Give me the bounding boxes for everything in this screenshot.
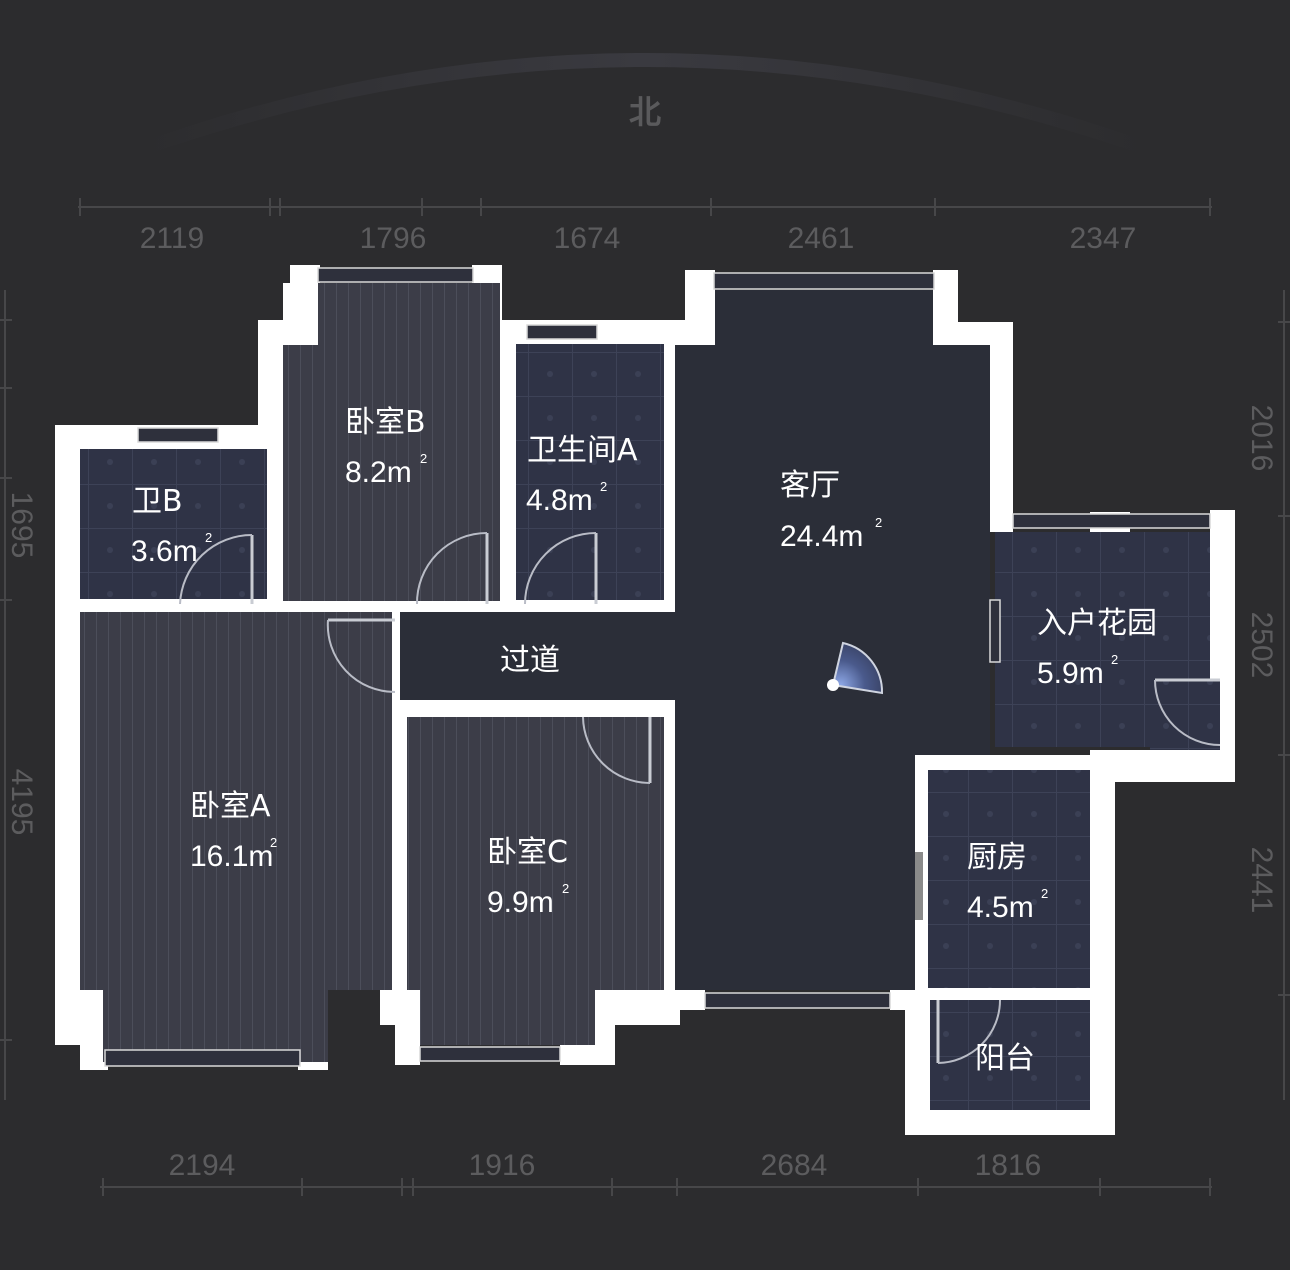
corridor-floor (400, 612, 680, 700)
camera-view-cone-icon (827, 641, 884, 695)
doors (179, 532, 1221, 1064)
dim-top-5: 2347 (1070, 222, 1137, 255)
svg-text:卧室C: 卧室C (487, 835, 568, 870)
kitchen-floor (928, 770, 1090, 988)
bedroom-a-floor (80, 612, 392, 1062)
label-bathroom-a: 卫生间A 4.8m 2 (526, 433, 638, 517)
svg-text:卧室A: 卧室A (190, 789, 271, 824)
window-bedroom-c (419, 1046, 561, 1062)
svg-text:24.4m: 24.4m (780, 520, 863, 553)
kitchen-sliding-door (915, 852, 923, 920)
window-entry-garden (1012, 513, 1211, 529)
label-bedroom-c: 卧室C 9.9m 2 (487, 835, 569, 919)
dim-top-2: 1796 (360, 222, 427, 255)
svg-text:4.5m: 4.5m (967, 891, 1034, 924)
door-bedroom-c (582, 716, 652, 784)
label-bedroom-b: 卧室B 8.2m 2 (345, 405, 427, 489)
window-living-room-south (704, 992, 891, 1009)
rooms (80, 283, 1220, 1110)
window-living-garden (989, 599, 1001, 663)
north-label: 北 (629, 93, 661, 131)
dim-bottom-1: 2194 (169, 1149, 236, 1182)
bathroom-a-floor (516, 344, 664, 600)
dim-top-4: 2461 (788, 222, 855, 255)
svg-text:16.1m: 16.1m (190, 840, 273, 873)
compass: 北 (137, 53, 1153, 157)
dim-top-3: 1674 (554, 222, 621, 255)
dim-bottom-3: 2684 (761, 1149, 828, 1182)
svg-text:9.9m: 9.9m (487, 886, 554, 919)
door-bathroom-a (524, 532, 598, 605)
bedroom-b-floor (283, 283, 500, 601)
label-bathroom-b: 卫B 3.6m 2 (131, 484, 212, 568)
left-dimension-line: 1695 4195 (0, 290, 38, 1100)
label-bedroom-a: 卧室A 16.1m 2 (190, 789, 277, 873)
door-balcony (936, 999, 1001, 1064)
label-corridor: 过道 (500, 643, 560, 678)
right-dimension-line: 2016 2502 2441 (1245, 290, 1290, 1100)
north-arc-icon (137, 53, 1153, 157)
window-bathroom-b (137, 427, 219, 443)
dim-right-1: 2016 (1245, 405, 1278, 472)
svg-text:2: 2 (205, 530, 212, 545)
dim-left-2: 4195 (5, 769, 38, 836)
window-bathroom-a (526, 324, 598, 340)
top-dimension-line: 2119 1796 1674 2461 2347 (78, 198, 1212, 255)
dim-bottom-4: 1816 (975, 1149, 1042, 1182)
label-entry-garden: 入户花园 5.9m 2 (1037, 606, 1157, 690)
svg-text:阳台: 阳台 (975, 1041, 1035, 1076)
door-bedroom-a (326, 618, 396, 694)
svg-text:入户花园: 入户花园 (1037, 606, 1157, 641)
svg-text:8.2m: 8.2m (345, 456, 412, 489)
label-balcony: 阳台 (975, 1041, 1035, 1076)
label-living-room: 客厅 24.4m 2 (780, 468, 882, 553)
svg-text:厨房: 厨房 (967, 840, 1027, 875)
dim-right-2: 2502 (1245, 612, 1278, 679)
windows (104, 267, 1211, 1067)
dim-top-1: 2119 (140, 222, 205, 255)
svg-text:过道: 过道 (500, 643, 560, 678)
balcony-floor (930, 1000, 1090, 1110)
svg-text:2: 2 (875, 515, 882, 530)
bottom-dimension-line: 2194 1916 2684 1816 (100, 1149, 1212, 1196)
living-room-floor (405, 290, 990, 990)
window-living-room (713, 272, 935, 290)
room-labels: 卫B 3.6m 2 卧室B 8.2m 2 卫生间A 4.8m 2 客厅 24.4… (131, 405, 1157, 1076)
bathroom-b-floor (80, 449, 267, 599)
door-bathroom-b (179, 533, 254, 605)
svg-text:5.9m: 5.9m (1037, 657, 1104, 690)
svg-text:2: 2 (562, 881, 569, 896)
label-kitchen: 厨房 4.5m 2 (967, 840, 1048, 924)
svg-text:4.8m: 4.8m (526, 484, 593, 517)
svg-text:2: 2 (270, 835, 277, 850)
door-entry-garden (1154, 678, 1221, 746)
svg-text:2: 2 (600, 479, 607, 494)
bedroom-c-floor (407, 717, 664, 1045)
door-bedroom-b (415, 532, 489, 605)
svg-text:2: 2 (1111, 652, 1118, 667)
window-bedroom-b (317, 267, 474, 283)
svg-text:卫生间A: 卫生间A (527, 433, 638, 468)
dim-right-3: 2441 (1245, 847, 1278, 914)
svg-text:2: 2 (420, 451, 427, 466)
svg-text:客厅: 客厅 (780, 468, 840, 503)
svg-text:卧室B: 卧室B (345, 405, 426, 440)
dim-bottom-2: 1916 (469, 1149, 536, 1182)
dim-left-1: 1695 (5, 492, 38, 559)
svg-text:卫B: 卫B (132, 484, 183, 519)
svg-text:3.6m: 3.6m (131, 535, 198, 568)
svg-text:2: 2 (1041, 886, 1048, 901)
window-bedroom-a (104, 1049, 301, 1067)
